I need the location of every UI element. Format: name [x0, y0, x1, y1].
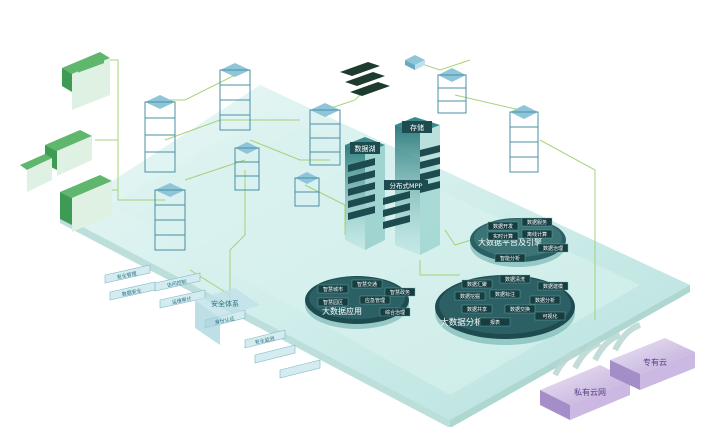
circle-tag: 数据挖掘: [454, 291, 486, 301]
circle-tag: 智能分析: [494, 253, 526, 263]
server-node-top: [405, 55, 425, 70]
circle-tag: 智慧政务: [384, 287, 416, 297]
circle-tag-label: 可视化: [542, 313, 557, 320]
security-tag-label: 安全监测: [254, 335, 275, 346]
green-box-top: [62, 52, 110, 110]
circle-tag-label: 数据建模: [543, 283, 563, 290]
circle-tag-label: 智慧政务: [390, 289, 410, 296]
circle-tag-label: 智慧园区: [323, 299, 343, 306]
dark-panel-stack: [340, 62, 390, 96]
circle-tag: 数据开发: [487, 221, 519, 231]
security-tag-label: 访问控制: [166, 278, 187, 289]
circle-tag: 数据服务: [521, 217, 553, 227]
server-rack-2: [144, 95, 176, 173]
circle-tag: 报表: [479, 317, 511, 327]
circle-tag-label: 数据挖掘: [460, 293, 480, 300]
circle-tag-label: 实时计算: [493, 233, 513, 240]
circle-tag: 智慧园区: [317, 297, 349, 307]
server-rack-3: [234, 142, 260, 191]
circle-tag: 数据建模: [537, 281, 569, 291]
private-cloud-label: 私有云网: [574, 387, 606, 397]
circle-tag: 数据共享: [461, 304, 493, 314]
dedicated-cloud-label: 专有云: [643, 357, 667, 367]
dedicated-cloud-block: 专有云: [610, 338, 695, 390]
right-tower-label: 存储: [410, 123, 424, 132]
server-rack-4: [154, 183, 186, 251]
tower-tag-panels: [348, 145, 440, 229]
server-rack-5: [309, 103, 341, 166]
circle-tag-label: 数据开发: [493, 223, 513, 230]
green-box-middle: [20, 130, 92, 192]
circle-tag: 数据清洗: [499, 274, 531, 284]
server-rack-6: [294, 172, 320, 207]
tower-label-group: 数据湖 存储 分布式MPP: [350, 121, 432, 190]
circle-title-platform-engine: 大数据平台及引擎: [478, 237, 542, 247]
circle-tag-label: 应急管理: [365, 297, 385, 304]
circle-tag-label: 智慧城市: [323, 286, 343, 293]
security-title: 安全体系: [211, 299, 239, 308]
security-tag-label: 运维审计: [171, 295, 192, 306]
circle-tag-label: 数据清洗: [505, 276, 525, 283]
server-rack-8: [509, 105, 539, 173]
security-tag-label: 数据安全: [121, 287, 142, 298]
circle-tag: 数据标注: [489, 289, 521, 299]
security-block: 安全体系: [195, 288, 260, 345]
circle-tag-label: 智能分析: [500, 255, 520, 262]
circle-tag: 智慧城市: [317, 284, 349, 294]
circle-tag: 实时计算: [487, 231, 519, 241]
circle-tag-label: 数据服务: [527, 219, 547, 226]
circle-tag-label: 综合治理: [385, 309, 405, 316]
server-rack-1: [219, 63, 251, 131]
cloud-arches: [552, 322, 642, 377]
circle-tag: 数据交换: [504, 304, 536, 314]
circle-title-analysis: 大数据分析加工: [440, 317, 500, 328]
security-tag-label: 身份认证: [214, 315, 235, 326]
circle-tag-label: 数据治理: [543, 245, 563, 252]
circle-tag: 应急管理: [359, 295, 391, 305]
green-box-bottom: [60, 175, 112, 232]
circle-tag-label: 数据汇聚: [467, 281, 487, 288]
circle-tag-label: 数据分析: [535, 297, 555, 304]
server-rack-7: [437, 68, 467, 114]
circle-title-application: 大数据应用: [322, 306, 362, 316]
private-cloud-block: 私有云网: [540, 365, 630, 420]
circle-tag: 可视化: [534, 311, 566, 321]
circle-tag-label: 数据交换: [510, 306, 530, 313]
circle-tag-label: 报表: [490, 319, 500, 326]
central-tower-label: 分布式MPP: [390, 181, 423, 190]
circle-tag-label: 智慧交通: [357, 281, 377, 288]
security-tag-label: 安全管理: [116, 270, 137, 281]
circle-tag: 离线计算: [521, 229, 553, 239]
circle-tag: 数据分析: [529, 295, 561, 305]
circle-tag: 数据汇聚: [461, 279, 493, 289]
circle-tag-label: 数据标注: [495, 291, 515, 298]
circle-tag-label: 数据共享: [467, 306, 487, 313]
left-tower-label: 数据湖: [355, 144, 376, 153]
circle-tag: 综合治理: [379, 307, 411, 317]
circle-tag: 智慧交通: [351, 279, 383, 289]
circle-tag-label: 离线计算: [527, 231, 547, 238]
circle-tag: 数据治理: [537, 243, 569, 253]
security-strips: [104, 264, 321, 379]
